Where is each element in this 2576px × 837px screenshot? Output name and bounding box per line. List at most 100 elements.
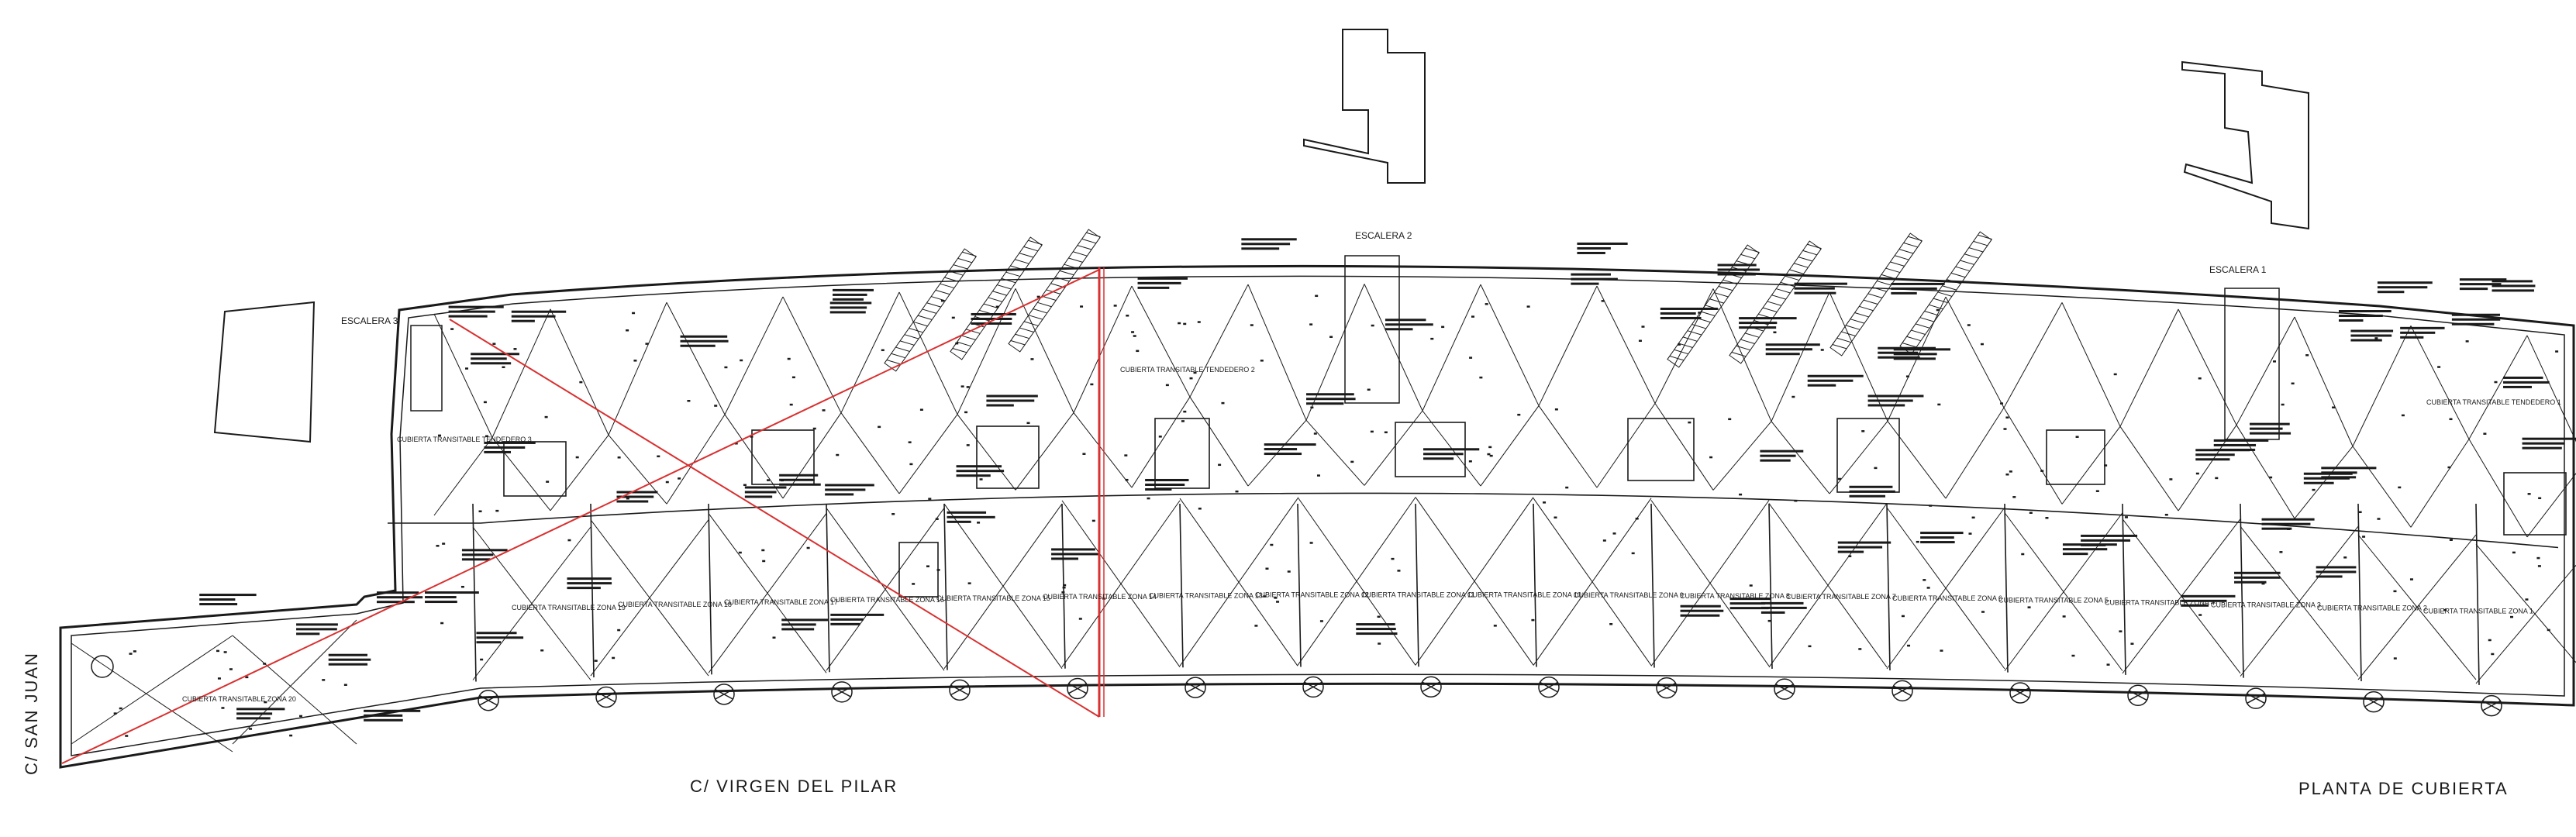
slope-line (608, 302, 667, 436)
slope-line (232, 635, 357, 745)
drain (2113, 373, 2117, 376)
downpipe (949, 679, 971, 701)
drain (1274, 597, 1278, 599)
drain (1493, 625, 1497, 627)
zone-label-bottom: CUBIERTA TRANSITABLE ZONA 9 (1574, 591, 1684, 599)
slope-line (1712, 421, 1772, 491)
zone-label-bottom: CUBIERTA TRANSITABLE ZONA 3 (2211, 601, 2321, 609)
drain (1728, 418, 1732, 421)
drain (1820, 349, 1824, 351)
slope-line (1596, 403, 1656, 488)
callout (2377, 281, 2433, 294)
drain (1183, 410, 1187, 413)
callout (199, 594, 257, 606)
drain (1526, 305, 1530, 308)
drain (2215, 477, 2219, 480)
drain (1971, 516, 1975, 519)
downpipe (831, 681, 853, 703)
drain (125, 735, 129, 737)
light-well (503, 441, 567, 497)
drain (1310, 406, 1314, 409)
drain (1090, 383, 1094, 386)
callout (1807, 374, 1864, 387)
slope-line (472, 526, 591, 680)
callout (2503, 376, 2550, 388)
light-well (2046, 429, 2105, 485)
slope-line (1305, 419, 1365, 486)
slope-line (1768, 503, 1888, 668)
red-reference-lines (61, 267, 1105, 764)
drain (264, 701, 267, 704)
drain (1936, 308, 1940, 312)
callout (2316, 566, 2357, 578)
drain (1178, 322, 1181, 325)
drain (1315, 294, 1319, 298)
slope-line (1650, 500, 1770, 666)
drain (926, 565, 929, 567)
callout (1867, 394, 1924, 407)
drain (617, 629, 621, 632)
stair-label: ESCALERA 3 (341, 315, 398, 326)
slope-line (1480, 284, 1540, 406)
drain (2483, 432, 2487, 435)
callout (236, 708, 285, 720)
drain (119, 707, 122, 710)
slope-line (1422, 284, 1481, 412)
callout (2181, 594, 2236, 607)
drain (1980, 343, 1984, 346)
skylight (1899, 231, 1992, 355)
drain (216, 649, 220, 653)
callout (1849, 485, 1895, 498)
drain (1124, 454, 1128, 456)
drain (789, 403, 793, 406)
drain (1554, 408, 1558, 411)
slope-line (590, 519, 709, 677)
callout (364, 709, 421, 722)
partition-wall (2004, 503, 2009, 673)
slope-line (2178, 425, 2237, 512)
downpipe (2363, 691, 2385, 713)
drain (1874, 467, 1878, 470)
drain (1126, 315, 1129, 317)
drain (1848, 555, 1852, 557)
drain (919, 408, 923, 411)
drain (2130, 642, 2134, 645)
callout (2492, 280, 2536, 292)
callout (680, 335, 729, 347)
drain (740, 359, 743, 362)
drain (657, 455, 660, 458)
drain (2437, 366, 2441, 368)
drain (575, 456, 579, 459)
drain (2062, 615, 2066, 618)
drain (2398, 486, 2402, 489)
drain (738, 551, 742, 554)
stair-cores (410, 255, 2280, 440)
zone-label-bottom: CUBIERTA TRANSITABLE ZONA 19 (512, 604, 626, 611)
callout (2400, 326, 2445, 339)
downpipe (1891, 680, 1913, 702)
slope-line (2352, 446, 2412, 528)
drain (495, 509, 499, 512)
drain (483, 401, 487, 404)
drain (995, 305, 999, 308)
zone-label-bottom: CUBIERTA TRANSITABLE ZONA 18 (618, 601, 732, 608)
drain (1641, 326, 1645, 328)
drain (1773, 331, 1777, 334)
drain (2012, 496, 2016, 498)
drain (1471, 315, 1474, 318)
callout (744, 486, 787, 498)
drain (289, 734, 293, 737)
slope-line (71, 642, 233, 753)
slope-line (666, 414, 726, 505)
drain (1612, 532, 1616, 535)
drain (2003, 428, 2007, 430)
drainage-slope-lines (71, 284, 2576, 753)
slope-line (724, 414, 784, 499)
drain (762, 560, 766, 563)
light-well (2503, 472, 2567, 536)
downpipe (478, 689, 499, 711)
drain (750, 436, 753, 438)
detached-blocks (1303, 29, 2309, 230)
drain (1487, 453, 1491, 456)
downpipe (713, 684, 735, 705)
